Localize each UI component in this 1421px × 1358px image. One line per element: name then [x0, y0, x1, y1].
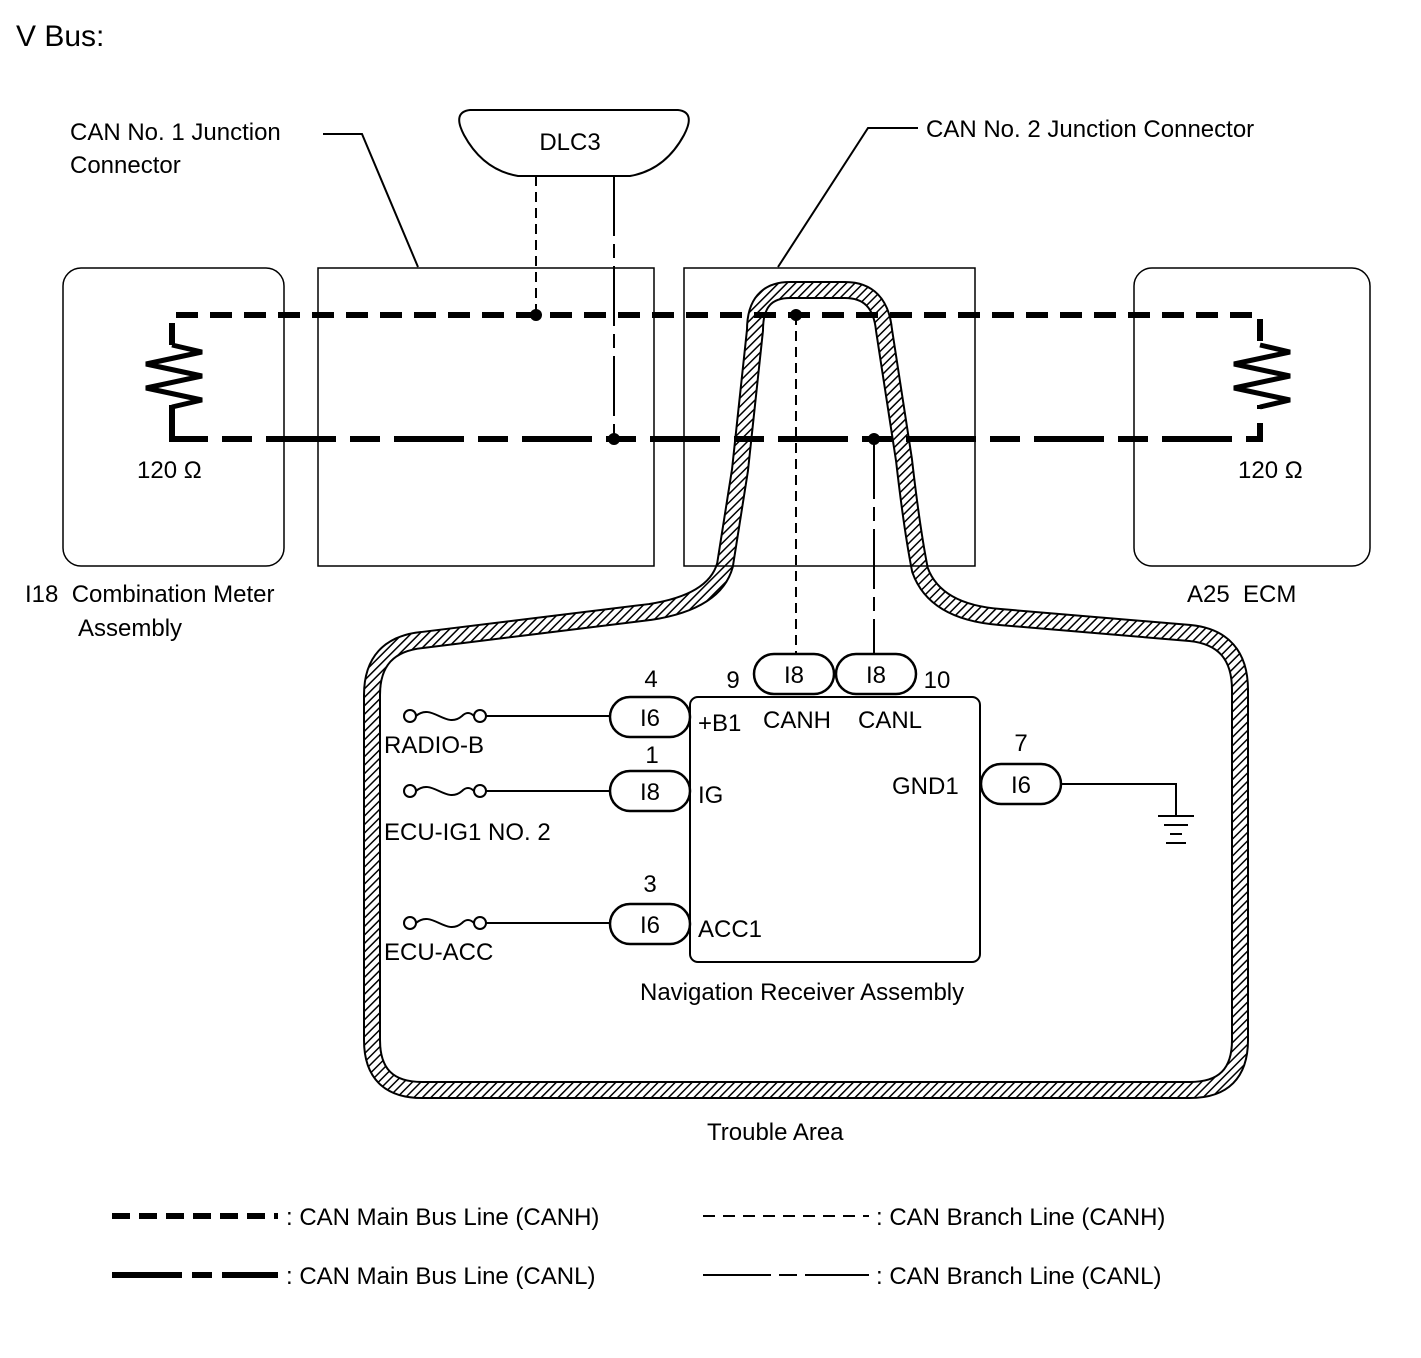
fuse-ecu-ig1-terminal-right	[473, 784, 487, 798]
can1-junction-leader	[323, 133, 419, 268]
navigation-receiver-box	[689, 696, 981, 963]
pin-canh-number: 9	[726, 667, 739, 694]
connector-ig-id: I8	[640, 779, 660, 806]
resistor-right-zigzag	[1233, 342, 1291, 410]
can1-junction-label-line2: Connector	[70, 152, 181, 179]
connector-b1-id: I6	[640, 705, 660, 732]
ecm-label: A25 ECM	[1187, 581, 1296, 608]
junction-dot-receiver-canl	[868, 433, 880, 445]
junction-dot-dlc3-canh	[530, 309, 542, 321]
pin-gnd1-number: 7	[1014, 730, 1027, 757]
main-bus-canl	[169, 405, 1263, 442]
connector-acc1	[608, 902, 692, 946]
pin-canl-number: 10	[924, 667, 951, 694]
combination-meter-box	[62, 267, 285, 567]
connector-canh-id: I8	[784, 662, 804, 689]
legend-branch-canh-label: : CAN Branch Line (CANH)	[876, 1204, 1165, 1231]
output-gnd1: GND1 I6 7	[892, 730, 1194, 844]
connector-canh	[752, 652, 836, 696]
fuse-ecu-ig1-terminal-left	[403, 784, 417, 798]
fuse-ecu-ig1-icon	[415, 785, 475, 797]
resistor-left-label: 120 Ω	[137, 457, 202, 484]
pin-canh-name: CANH	[763, 707, 831, 734]
pin-ig-name: IG	[698, 782, 723, 809]
legend-branch-canl-label: : CAN Branch Line (CANL)	[876, 1263, 1161, 1290]
connector-canl	[834, 652, 918, 696]
trouble-area-label: Trouble Area	[707, 1119, 844, 1146]
fuse-ecu-acc-label: ECU-ACC	[384, 939, 493, 966]
can2-junction-leader	[777, 127, 918, 268]
legend-main-canl-label: : CAN Main Bus Line (CANL)	[286, 1263, 595, 1290]
can1-junction-label-line1: CAN No. 1 Junction	[70, 119, 281, 146]
pin-acc1-number: 3	[643, 871, 656, 898]
pin-b1-number: 4	[644, 666, 657, 693]
fuse-ecu-acc-icon	[415, 917, 475, 929]
main-bus-canh	[169, 312, 1263, 345]
navigation-receiver-label: Navigation Receiver Assembly	[640, 979, 964, 1006]
ecm-box	[1133, 267, 1371, 567]
input-ig: I8 1 IG ECU-IG1 NO. 2	[384, 742, 723, 846]
fuse-radio-b-icon	[415, 710, 475, 722]
connector-gnd1-id: I6	[1011, 772, 1031, 799]
connector-ig	[608, 769, 692, 813]
trouble-area-outline	[363, 281, 1249, 1099]
fuse-radio-b-label: RADIO-B	[384, 732, 484, 759]
input-acc1: I6 3 ACC1 ECU-ACC	[384, 871, 762, 966]
connector-acc1-id: I6	[640, 912, 660, 939]
combination-meter-label-line2: Assembly	[78, 615, 182, 642]
pin-acc1-name: ACC1	[698, 916, 762, 943]
page-title: V Bus:	[16, 20, 104, 53]
can-no2-junction-box	[683, 267, 976, 567]
wire-gnd1	[1061, 783, 1177, 815]
ground-icon	[1158, 815, 1194, 844]
pin-canl-name: CANL	[858, 707, 922, 734]
junction-dot-receiver-canh	[790, 309, 802, 321]
input-b1: I6 4 +B1 RADIO-B	[384, 666, 741, 759]
pin-ig-number: 1	[645, 742, 658, 769]
fuse-ecu-ig1-label: ECU-IG1 NO. 2	[384, 819, 551, 846]
fuse-radio-b-terminal-left	[403, 709, 417, 723]
connector-b1	[608, 695, 692, 739]
connector-canl-id: I8	[866, 662, 886, 689]
dlc3-connector	[458, 109, 690, 177]
legend-main-canh-label: : CAN Main Bus Line (CANH)	[286, 1204, 599, 1231]
fuse-ecu-acc-terminal-left	[403, 916, 417, 930]
fuse-radio-b-terminal-right	[473, 709, 487, 723]
resistor-left-zigzag	[145, 342, 203, 410]
junction-dot-dlc3-canl	[608, 433, 620, 445]
pin-gnd1-name: GND1	[892, 773, 959, 800]
legend: : CAN Main Bus Line (CANH) : CAN Branch …	[112, 1204, 1165, 1290]
combination-meter-label-line1: I18 Combination Meter	[25, 581, 274, 608]
resistor-right-label: 120 Ω	[1238, 457, 1303, 484]
can-no1-junction-box	[317, 267, 655, 567]
pin-b1-name: +B1	[698, 710, 741, 737]
fuse-ecu-acc-terminal-right	[473, 916, 487, 930]
can2-junction-label: CAN No. 2 Junction Connector	[926, 116, 1254, 143]
dlc3-label: DLC3	[539, 129, 600, 156]
